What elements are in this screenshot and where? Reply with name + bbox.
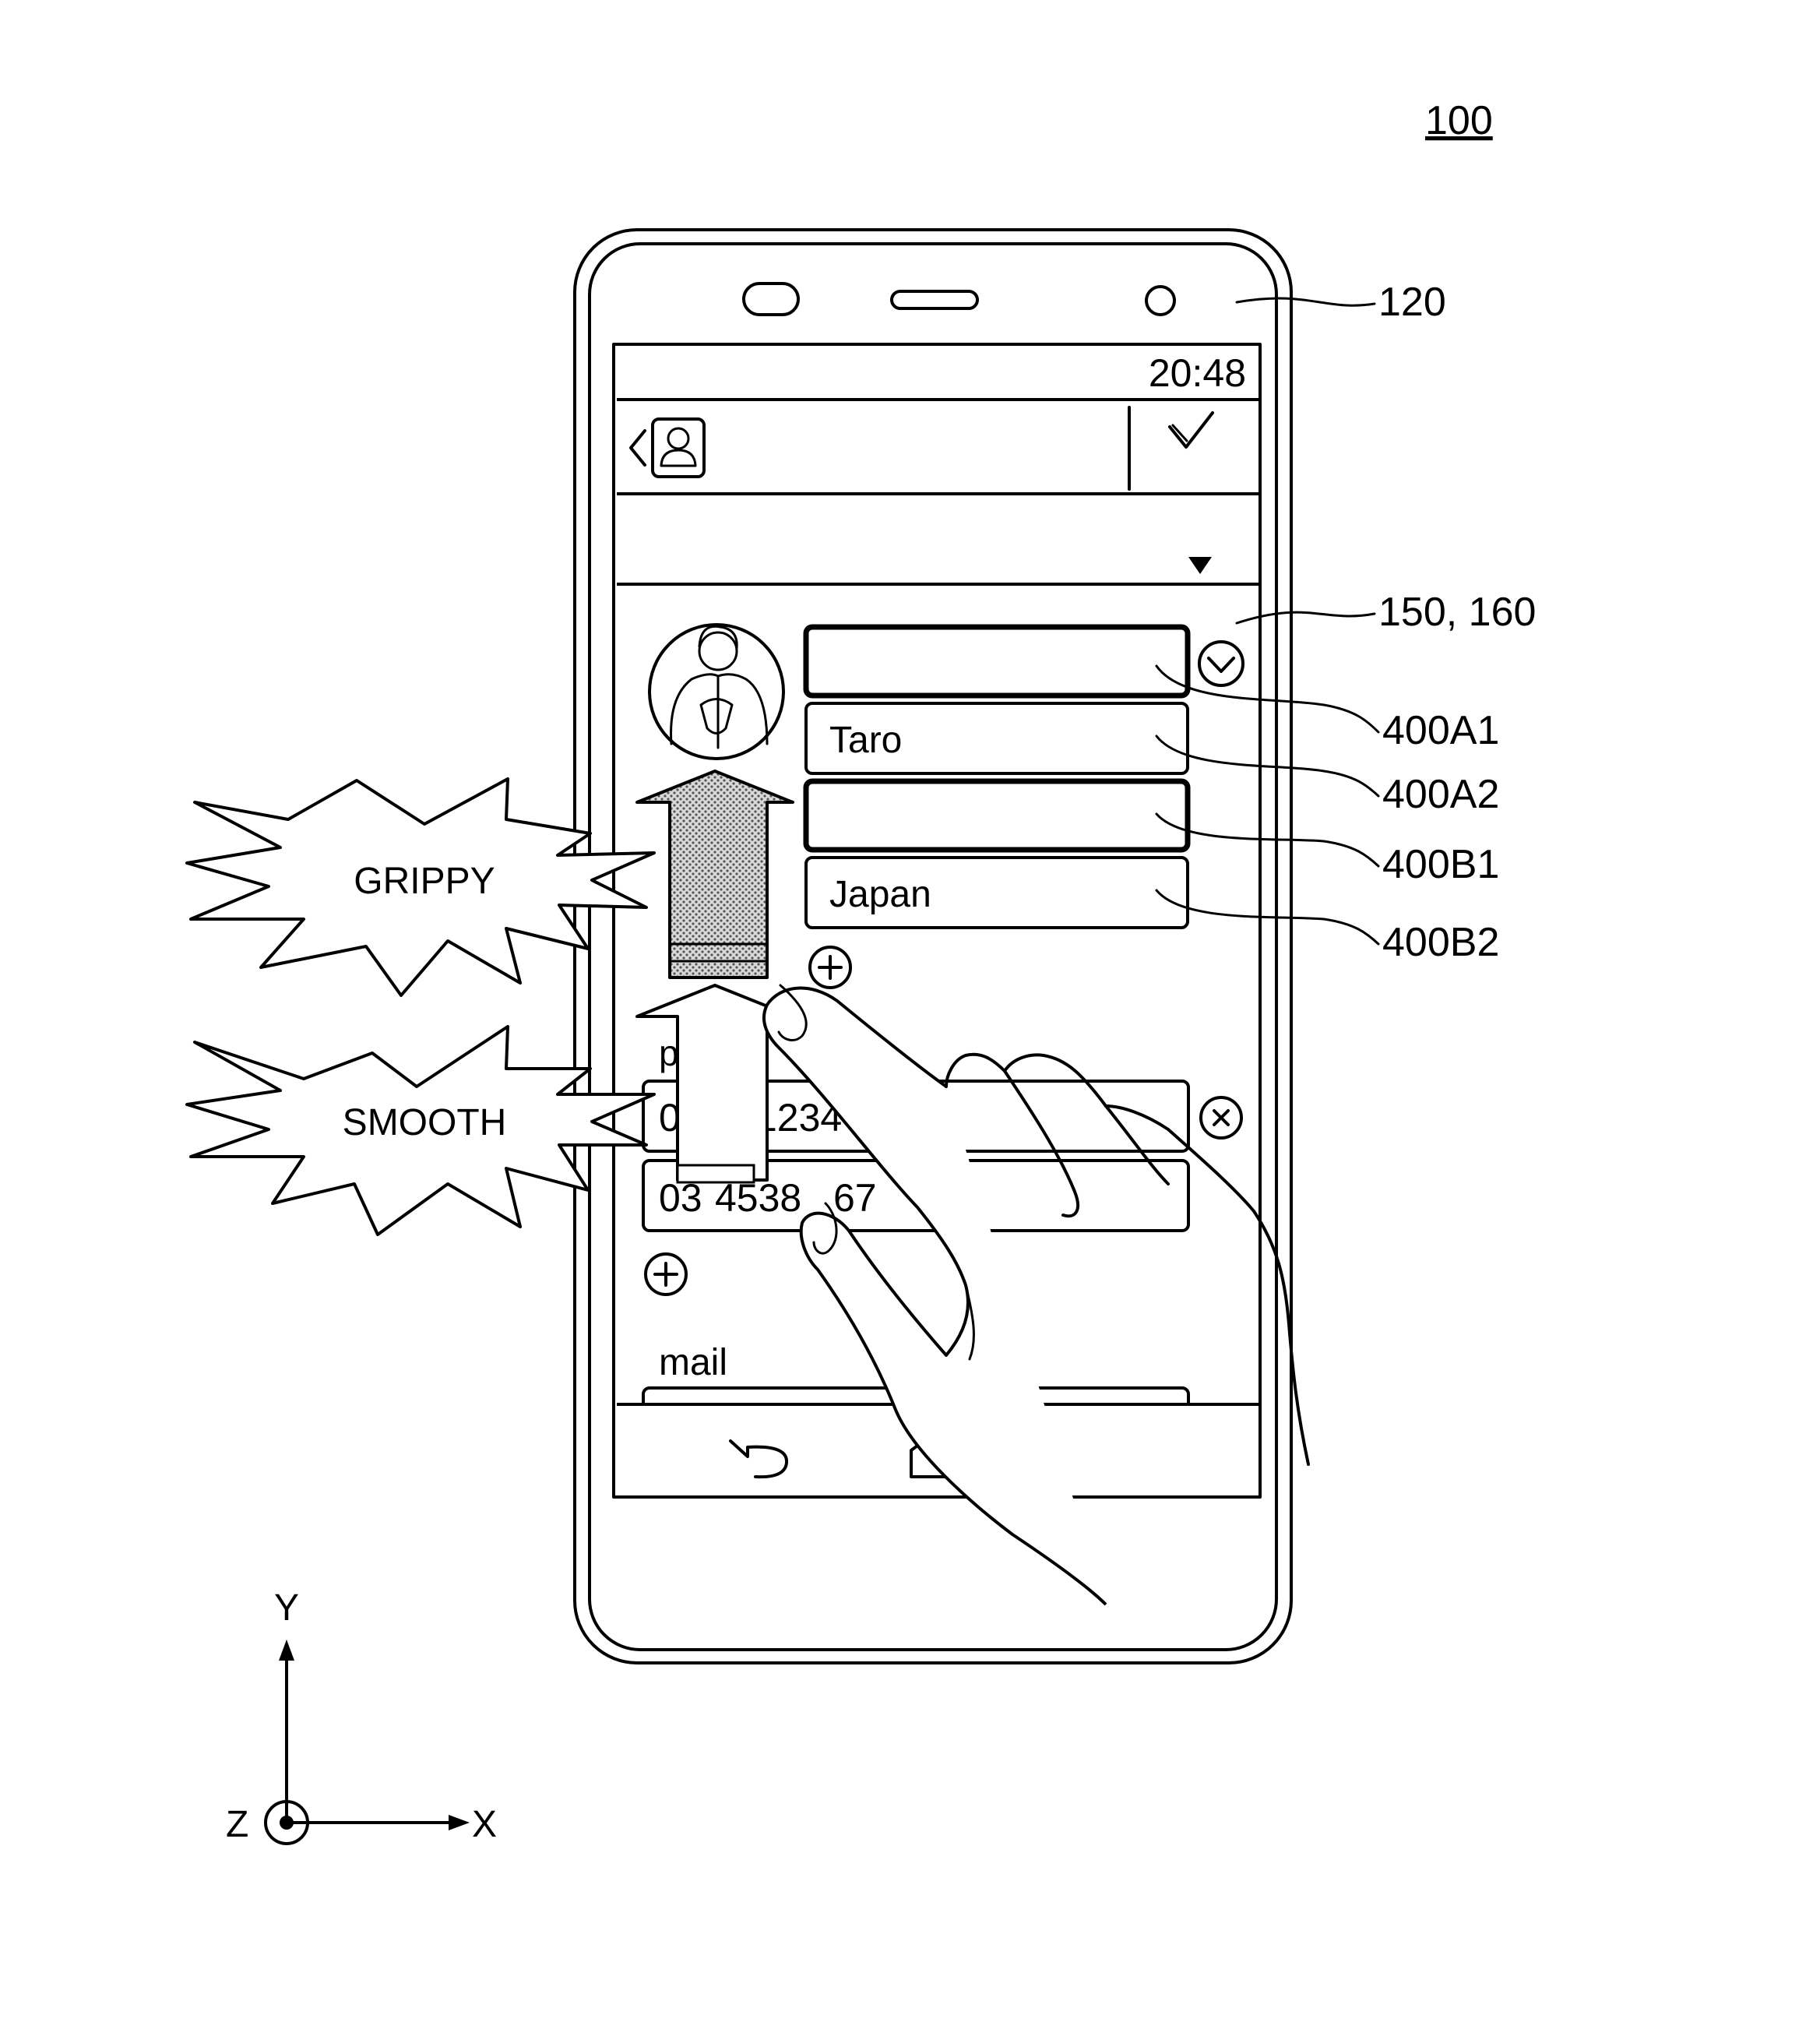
coordinate-axes — [266, 1640, 470, 1844]
grippy-label: GRIPPY — [354, 861, 495, 902]
add-phone-icon[interactable] — [646, 1254, 686, 1295]
grippy-arrow — [637, 771, 793, 978]
country-value: Japan — [829, 874, 931, 915]
expand-circle-icon[interactable] — [1199, 642, 1243, 685]
smooth-label: SMOOTH — [343, 1102, 507, 1143]
check-icon[interactable] — [1170, 413, 1213, 447]
given-name-value: Taro — [829, 720, 902, 761]
dropdown-arrow-icon[interactable] — [1188, 557, 1212, 574]
reference-leaders — [1156, 298, 1378, 944]
back-chevron-icon[interactable] — [631, 431, 645, 465]
grippy-callout: GRIPPY — [187, 779, 654, 995]
front-camera — [1146, 287, 1174, 315]
add-icon[interactable] — [810, 947, 850, 988]
figure-number: 100 — [1425, 98, 1493, 143]
axis-y-label: Y — [274, 1587, 299, 1629]
speaker-slot — [892, 291, 977, 308]
axis-x-label: X — [472, 1804, 497, 1845]
field-400A1[interactable] — [806, 627, 1188, 696]
mail-label: mail — [659, 1342, 727, 1383]
phone-2-partial-c: 67 — [833, 1176, 877, 1220]
ref-screen: 150, 160 — [1378, 590, 1536, 635]
ref-device: 120 — [1378, 280, 1446, 325]
smooth-callout: SMOOTH — [187, 1027, 654, 1235]
axis-z-label: Z — [226, 1804, 248, 1845]
ref-field-a2: 400A2 — [1382, 772, 1499, 817]
ref-field-a1: 400A1 — [1382, 708, 1499, 753]
hand-drawing — [764, 985, 1308, 1605]
avatar — [649, 625, 783, 759]
phone-label-fragment-1: p — [659, 1033, 679, 1073]
clear-icon[interactable] — [1201, 1097, 1241, 1138]
ref-field-b2: 400B2 — [1382, 920, 1499, 965]
earpiece-oval — [744, 284, 798, 315]
contact-icon[interactable] — [653, 419, 704, 477]
field-400B1[interactable] — [806, 781, 1188, 850]
ref-field-b1: 400B1 — [1382, 842, 1499, 887]
status-time: 20:48 — [1149, 351, 1246, 395]
